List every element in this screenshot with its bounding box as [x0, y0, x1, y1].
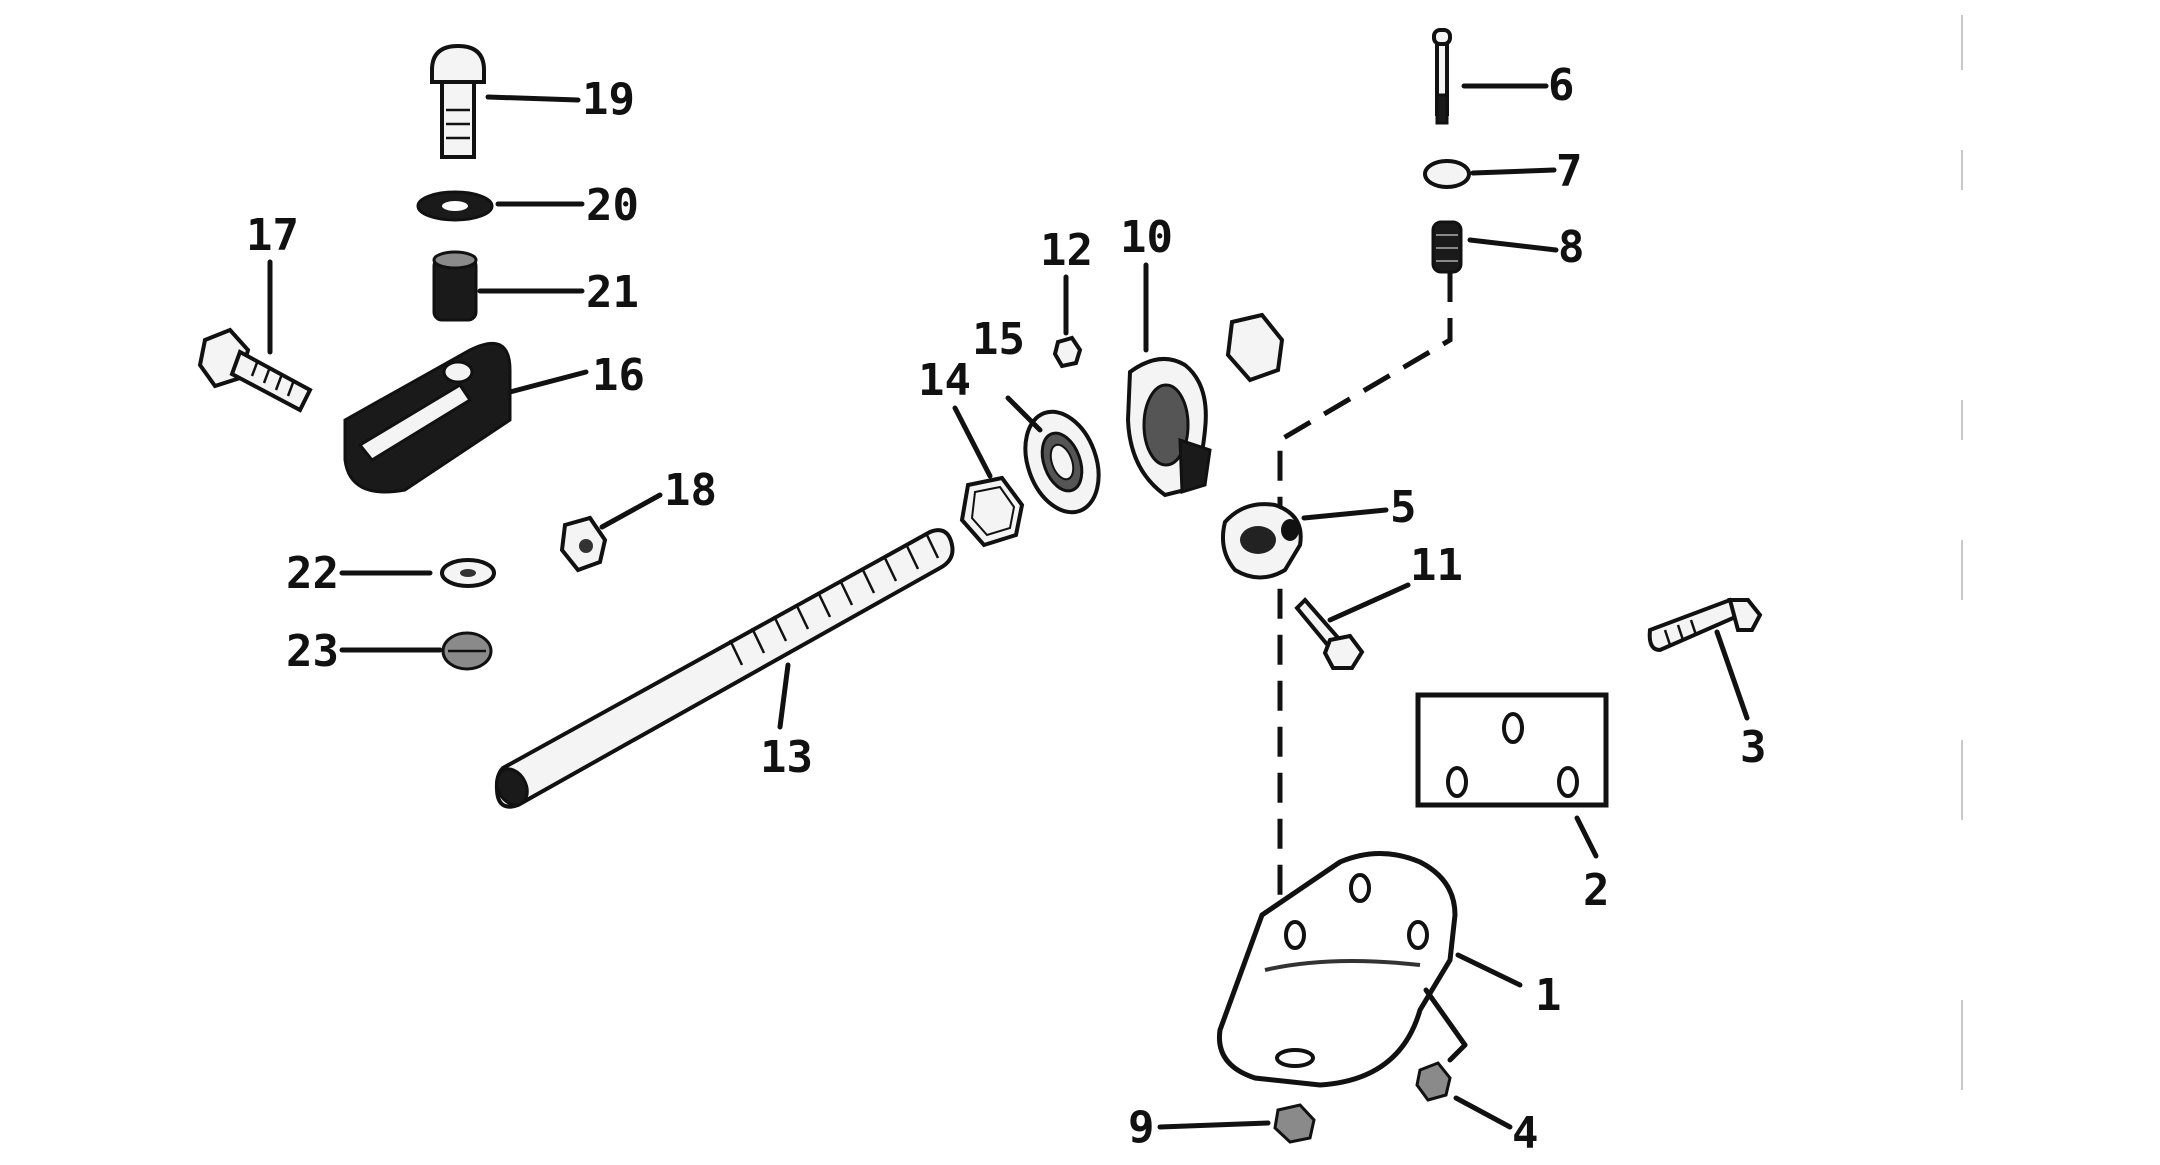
callout-16: 16: [592, 350, 645, 401]
callout-labels: 1 2 3 4 5 6 7 8 9 10 11 12 13 14 15 16 1…: [246, 60, 1767, 1159]
part-5-swivel-bracket: [1221, 502, 1303, 580]
part-11-bolt: [1294, 597, 1365, 670]
part-21-sleeve: [432, 250, 478, 322]
callout-5: 5: [1390, 482, 1417, 533]
callout-20: 20: [586, 180, 639, 231]
callout-22: 22: [286, 548, 339, 599]
part-hex-nut-unlabeled: [1225, 312, 1285, 383]
part-16-clevis: [343, 341, 512, 494]
part-2-plate: [1415, 692, 1609, 808]
part-13-threaded-rod: [494, 528, 955, 809]
part-18-nut: [559, 515, 608, 573]
part-14-hex-nut: [959, 475, 1025, 548]
callout-4: 4: [1512, 1108, 1539, 1159]
part-17-bolt: [197, 327, 313, 413]
callout-13: 13: [760, 732, 813, 783]
callout-12: 12: [1040, 225, 1093, 276]
callout-6: 6: [1548, 60, 1575, 111]
part-15-bearing: [1023, 409, 1101, 515]
callout-2: 2: [1583, 865, 1610, 916]
callout-7: 7: [1556, 146, 1583, 197]
part-7-washer: [1423, 159, 1471, 189]
part-12-small-nut: [1052, 335, 1083, 369]
leader-lines: [267, 83, 1750, 1130]
part-6-bolt: [1432, 28, 1452, 125]
part-9-nut: [1273, 1103, 1316, 1144]
callout-21: 21: [586, 267, 639, 318]
callout-17: 17: [246, 210, 299, 261]
part-19-bolt: [430, 43, 486, 159]
callout-10: 10: [1120, 212, 1173, 263]
callout-1: 1: [1535, 970, 1562, 1021]
callout-9: 9: [1128, 1102, 1155, 1153]
callout-18: 18: [664, 465, 717, 516]
callout-19: 19: [582, 74, 635, 125]
assembly-dashed-line: [1277, 272, 1453, 1060]
part-4-nut: [1415, 1061, 1452, 1102]
part-23-nut: [441, 631, 493, 671]
callout-11: 11: [1410, 540, 1463, 591]
callout-3: 3: [1740, 722, 1767, 773]
part-1-bracket-plate: [1216, 851, 1458, 1088]
part-20-washer: [416, 190, 494, 222]
callout-15: 15: [972, 314, 1025, 365]
part-10-housing: [1125, 356, 1212, 498]
callout-23: 23: [286, 626, 339, 677]
callout-8: 8: [1558, 222, 1585, 273]
part-22-washer: [440, 558, 496, 588]
part-3-bolt: [1647, 597, 1763, 653]
part-8-spring: [1431, 220, 1463, 274]
callout-14: 14: [918, 355, 971, 406]
